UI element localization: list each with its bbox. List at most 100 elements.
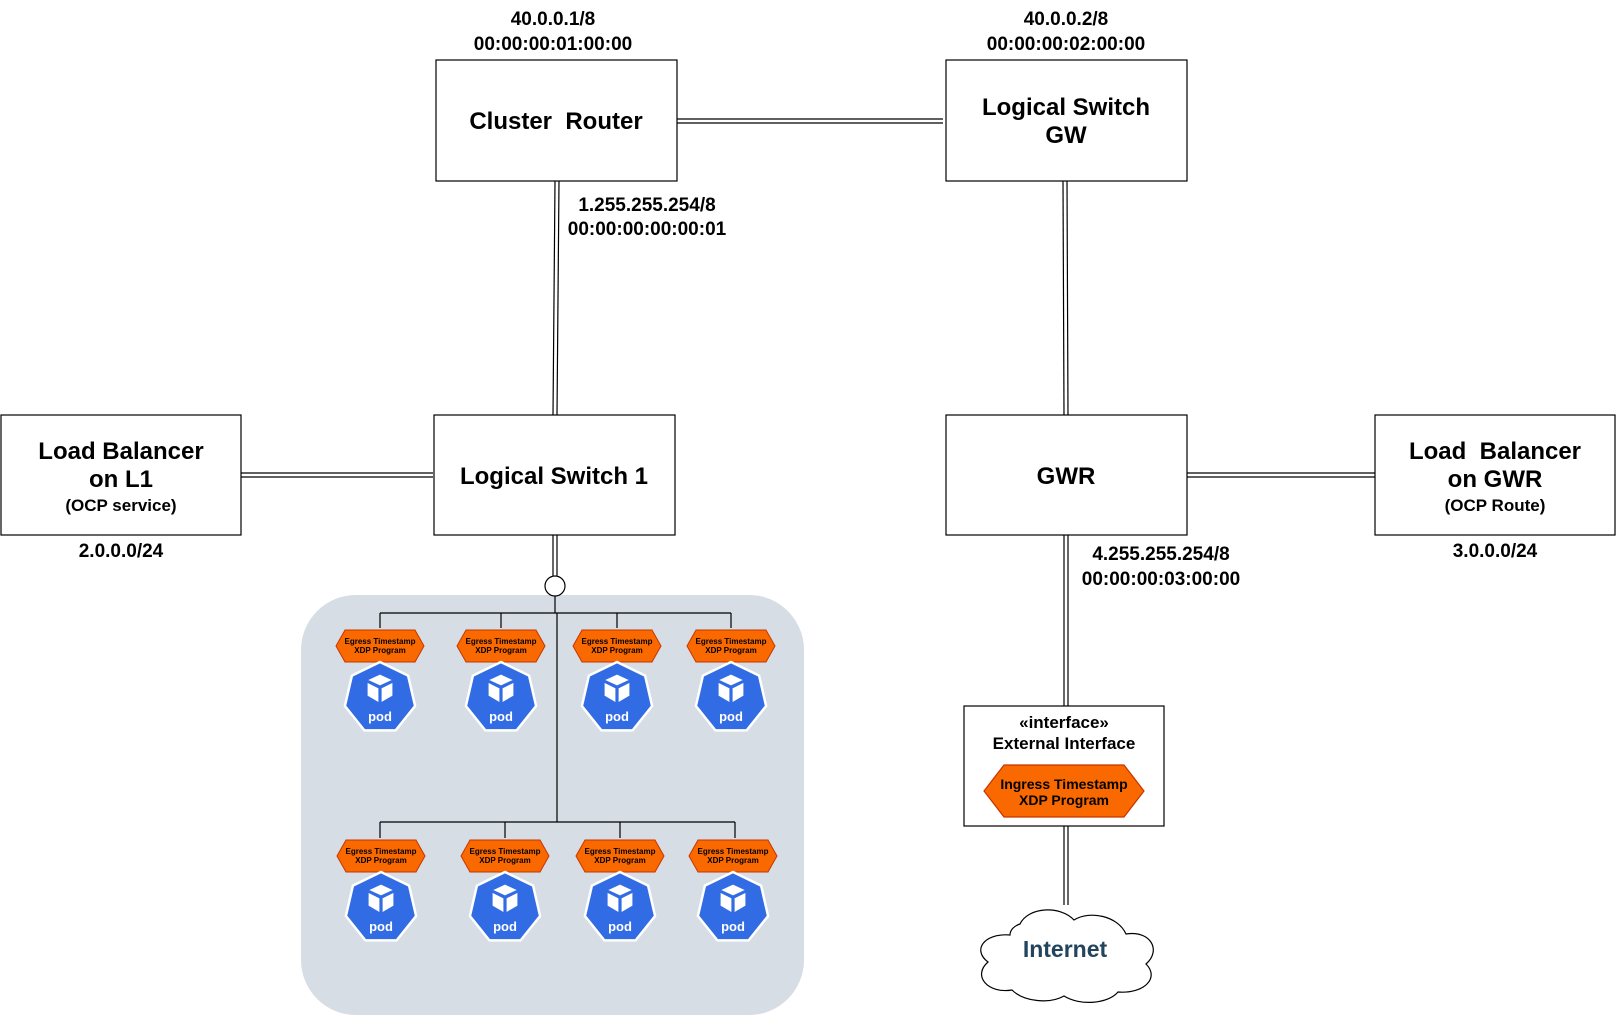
cube-icon — [717, 673, 745, 704]
pod-bus-tree — [379, 596, 736, 838]
pod-icon[interactable]: pod — [580, 660, 654, 732]
pod-label: pod — [721, 919, 745, 934]
pod-label: pod — [605, 709, 629, 724]
logical-switch-1-label: Logical Switch 1 — [460, 463, 648, 490]
load-balancer-l1-note: (OCP service) — [65, 496, 176, 515]
logical-switch-1-node[interactable]: Logical Switch 1 — [433, 414, 676, 536]
load-balancer-gwr-line1: Load Balancer — [1409, 438, 1581, 465]
cluster-router-top-ip: 40.0.0.1/8 — [511, 9, 596, 30]
egress-program-line1: Egress Timestamp — [698, 847, 769, 856]
ingress-timestamp-program[interactable]: Ingress Timestamp XDP Program — [983, 764, 1145, 818]
external-interface-node[interactable]: «interface» External Interface Ingress T… — [963, 705, 1165, 827]
pod-icon[interactable]: pod — [343, 660, 417, 732]
cube-icon — [606, 883, 634, 914]
load-balancer-l1-node[interactable]: Load Balancer on L1 (OCP service) — [0, 414, 242, 536]
pod-icon[interactable]: pod — [694, 660, 768, 732]
load-balancer-gwr-node[interactable]: Load Balancer on GWR (OCP Route) — [1374, 414, 1616, 536]
pod-icon[interactable]: pod — [344, 870, 418, 942]
pod-label: pod — [368, 709, 392, 724]
logical-switch-gw-label-line1: Logical Switch — [982, 94, 1150, 121]
external-interface-title: External Interface — [993, 734, 1136, 753]
link-switch1-to-pods — [552, 535, 558, 576]
load-balancer-gwr-note: (OCP Route) — [1445, 496, 1546, 515]
link-switch-gw-to-gwr — [1062, 180, 1069, 416]
gwr-node[interactable]: GWR — [945, 414, 1188, 536]
internet-label: Internet — [1023, 936, 1108, 962]
egress-program-line1: Egress Timestamp — [696, 637, 767, 646]
link-gwr-to-external-interface — [1063, 535, 1069, 706]
link-external-interface-to-internet — [1063, 826, 1069, 905]
gwr-mac: 00:00:00:03:00:00 — [1082, 569, 1240, 590]
load-balancer-gwr-subnet: 3.0.0.0/24 — [1453, 541, 1538, 562]
cluster-router-top-mac: 00:00:00:01:00:00 — [474, 34, 632, 55]
cube-icon — [491, 883, 519, 914]
load-balancer-l1-line2: on L1 — [89, 466, 153, 493]
link-gwr-to-lb-gwr — [1185, 472, 1375, 478]
cloud-icon — [980, 909, 1154, 1003]
logical-switch-gw-mac: 00:00:00:02:00:00 — [987, 34, 1145, 55]
pod-label: pod — [608, 919, 632, 934]
pod-icon[interactable]: pod — [583, 870, 657, 942]
egress-program-line2: XDP Program — [591, 646, 642, 655]
gwr-ip: 4.255.255.254/8 — [1092, 544, 1229, 565]
cube-icon — [367, 883, 395, 914]
egress-program-line1: Egress Timestamp — [345, 637, 416, 646]
logical-switch-gw-node[interactable]: Logical Switch GW — [945, 59, 1188, 182]
egress-program-line2: XDP Program — [479, 856, 530, 865]
internet-cloud[interactable]: Internet — [980, 909, 1154, 1003]
switch1-port-icon — [544, 575, 566, 597]
cluster-router-label: Cluster Router — [469, 108, 642, 135]
cube-icon — [487, 673, 515, 704]
egress-program-line2: XDP Program — [475, 646, 526, 655]
load-balancer-l1-subnet: 2.0.0.0/24 — [79, 541, 164, 562]
cluster-router-bottom-mac: 00:00:00:00:00:01 — [568, 219, 727, 240]
link-router-to-switch1 — [552, 180, 560, 416]
egress-program-line2: XDP Program — [354, 646, 405, 655]
logical-switch-gw-ip: 40.0.0.2/8 — [1024, 9, 1109, 30]
cluster-router-node[interactable]: Cluster Router — [435, 59, 678, 182]
pod-label: pod — [719, 709, 743, 724]
egress-program-line1: Egress Timestamp — [470, 847, 541, 856]
egress-program-line2: XDP Program — [594, 856, 645, 865]
egress-program-line1: Egress Timestamp — [582, 637, 653, 646]
egress-program-line2: XDP Program — [707, 856, 758, 865]
load-balancer-l1-line1: Load Balancer — [38, 438, 203, 465]
ingress-program-line2: XDP Program — [1019, 792, 1109, 808]
pod-group-panel — [301, 595, 804, 1015]
cluster-router-bottom-ip: 1.255.255.254/8 — [578, 195, 715, 216]
gwr-label: GWR — [1037, 463, 1096, 490]
external-interface-stereotype: «interface» — [1019, 713, 1109, 732]
pod-icon[interactable]: pod — [468, 870, 542, 942]
cube-icon — [603, 673, 631, 704]
cube-icon — [719, 883, 747, 914]
egress-program-line2: XDP Program — [355, 856, 406, 865]
egress-program-line2: XDP Program — [705, 646, 756, 655]
pod-icon[interactable]: pod — [464, 660, 538, 732]
load-balancer-gwr-line2: on GWR — [1448, 466, 1543, 493]
pod-label: pod — [489, 709, 513, 724]
egress-program-line1: Egress Timestamp — [346, 847, 417, 856]
egress-program-line1: Egress Timestamp — [466, 637, 537, 646]
link-router-to-switch-gw — [677, 118, 943, 124]
pod-icon[interactable]: pod — [696, 870, 770, 942]
link-lb-l1-to-switch1 — [241, 472, 433, 478]
cube-icon — [366, 673, 394, 704]
